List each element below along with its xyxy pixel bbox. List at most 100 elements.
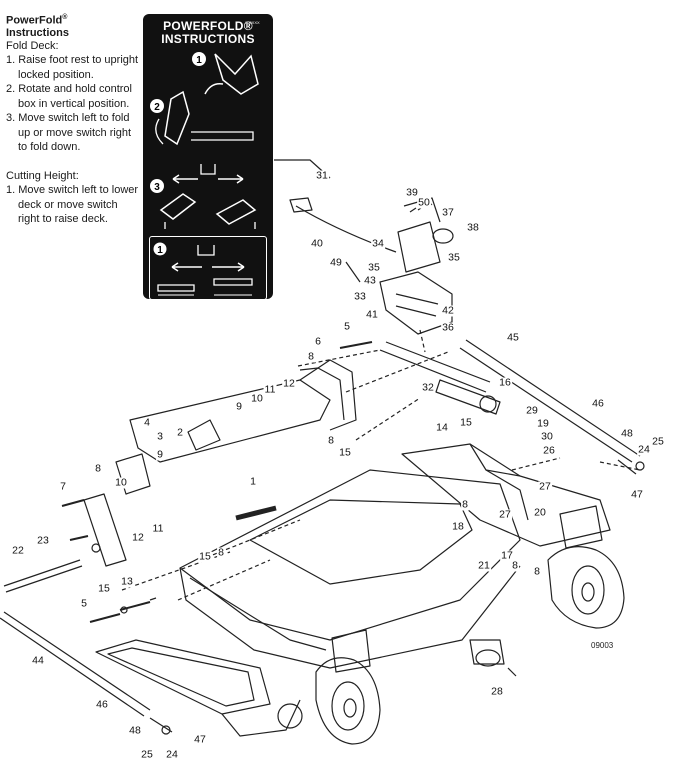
caster-wheel-right	[547, 546, 625, 629]
callout: 1	[249, 475, 257, 488]
callout: 8	[511, 559, 519, 572]
callout: 42	[441, 304, 455, 317]
callout: 31	[315, 169, 329, 182]
powerfold-instructions: PowerFold® Instructions Fold Deck: 1. Ra…	[6, 12, 140, 227]
decal-step-2-marker	[150, 99, 164, 113]
callout: 47	[193, 733, 207, 746]
footrest-pictogram-icon	[214, 53, 259, 95]
callout: 16	[498, 376, 512, 389]
cutting-height-heading: Cutting Height:	[6, 169, 79, 182]
callout: 9	[235, 400, 243, 413]
callout: 15	[198, 550, 212, 563]
callout: 36	[441, 321, 455, 334]
callout: 9	[156, 448, 164, 461]
callout: 46	[95, 698, 109, 711]
cutting-height-pictogram-box: 1	[149, 236, 267, 300]
callout: 43	[363, 274, 377, 287]
callout: 44	[31, 654, 45, 667]
fold-deck-heading: Fold Deck:	[6, 39, 59, 52]
callout: 3	[156, 430, 164, 443]
callout: 38	[466, 221, 480, 234]
deck-folded-up-icon	[159, 193, 197, 220]
decal-title-line2: INSTRUCTIONS	[161, 32, 255, 46]
callout: 48	[620, 427, 634, 440]
callout: 40	[310, 237, 324, 250]
cutting-height-step-1: 1. Move switch left to lower deck or mov…	[6, 184, 139, 226]
height-switch-icon	[197, 245, 215, 256]
instructions-title-brand: PowerFold	[6, 14, 63, 27]
powerfold-decal: POWERFOLD® INSTRUCTIONS 1 2 3 1	[143, 14, 273, 300]
cutting-height-pictogram: 1	[153, 242, 253, 296]
callout: 28	[490, 685, 504, 698]
svg-text:1: 1	[157, 245, 163, 256]
callout: 24	[165, 748, 179, 761]
callout: 10	[114, 476, 128, 489]
deck-bar-icon	[191, 131, 254, 141]
callout: 39	[405, 186, 419, 199]
callout: 12	[131, 531, 145, 544]
callout: 11	[151, 522, 165, 535]
callout: 8	[533, 565, 541, 578]
decal-part-code: 100XXX	[245, 20, 260, 25]
knob-38	[432, 228, 454, 244]
callout: 14	[435, 421, 449, 434]
fold-step-3: 3. Move switch left to fold up or move s…	[6, 112, 132, 154]
decal-title-line1: POWERFOLD®	[163, 19, 253, 33]
arrow-right-icon	[218, 174, 244, 184]
decal-step-3-marker	[150, 179, 164, 193]
callout: 27	[498, 508, 512, 521]
callout: 15	[338, 446, 352, 459]
svg-text:2: 2	[154, 102, 160, 113]
callout: 30	[540, 430, 554, 443]
callout: 32	[421, 381, 435, 394]
decal-height-step-marker	[153, 242, 167, 256]
callout: 18	[451, 520, 465, 533]
callout: 37	[441, 206, 455, 219]
decal-title: POWERFOLD® INSTRUCTIONS	[143, 20, 273, 46]
callout: 8	[217, 546, 225, 559]
mower-deck	[179, 469, 521, 641]
callout: 41	[365, 308, 379, 321]
rotate-arrow-icon	[204, 82, 224, 95]
instructions-title-rest: Instructions	[6, 26, 69, 39]
callout: 11	[263, 383, 277, 396]
callout: 7	[59, 480, 67, 493]
callout: 49	[329, 256, 343, 269]
callout: 29	[525, 404, 539, 417]
decal-pictograms: 1 2 3	[150, 52, 259, 229]
callout: 20	[533, 506, 547, 519]
svg-text:3: 3	[154, 182, 160, 193]
callout: 13	[120, 575, 134, 588]
left-bracket	[83, 493, 127, 567]
callout: 21	[477, 559, 491, 572]
rod-44	[0, 611, 151, 717]
instructions-title: PowerFold® Instructions	[6, 12, 140, 39]
callout: 17	[500, 549, 514, 562]
callout: 50	[417, 196, 431, 209]
callout: 15	[459, 416, 473, 429]
callout: 25	[140, 748, 154, 761]
callout: 8	[94, 462, 102, 475]
svg-text:1: 1	[196, 55, 202, 66]
control-mount	[379, 271, 453, 335]
callout: 35	[447, 251, 461, 264]
callout: 48	[128, 724, 142, 737]
foot-rest	[95, 639, 271, 715]
callout: 34	[371, 237, 385, 250]
callout: 8	[327, 434, 335, 447]
control-box	[397, 221, 441, 273]
height-arrow-left-icon	[171, 262, 202, 272]
callout: 5	[343, 320, 351, 333]
fold-step-1: 1. Raise foot rest to upright locked pos…	[6, 54, 139, 81]
callout: 5	[80, 597, 88, 610]
callout: 35	[367, 261, 381, 274]
arrow-left-icon	[172, 174, 198, 184]
callout: 8	[307, 350, 315, 363]
control-box-pictogram-icon	[164, 90, 190, 146]
right-housing	[401, 443, 611, 547]
callout: 27	[538, 480, 552, 493]
callout: 22	[11, 544, 25, 557]
rod-45	[459, 339, 641, 463]
height-arrow-right-icon	[212, 262, 245, 272]
decal-step-1-marker	[192, 52, 206, 66]
